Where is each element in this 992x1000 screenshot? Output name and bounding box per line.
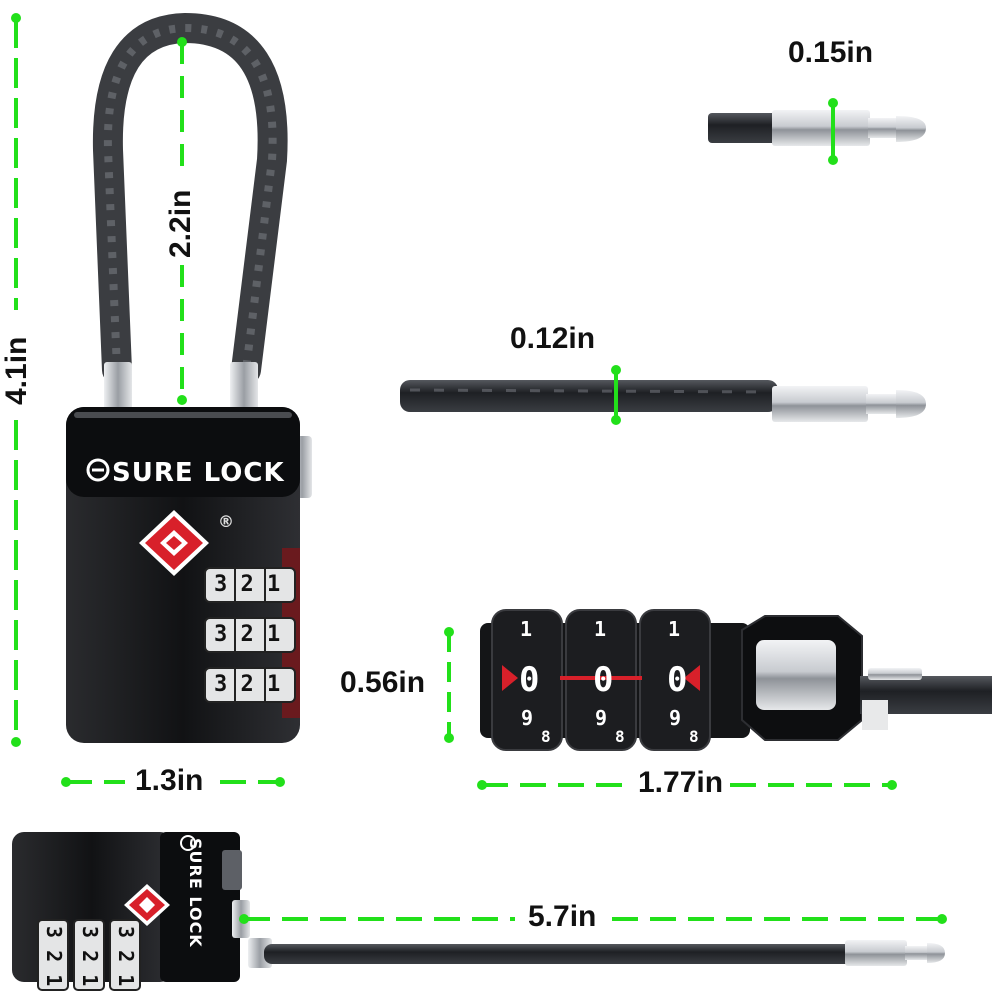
brand-logo-text-side: SURE LOCK — [186, 838, 205, 948]
main-padlock — [66, 12, 312, 743]
side-dial-digit: 9 — [595, 706, 608, 730]
dial-digits: 3 2 1 — [214, 622, 281, 647]
body-width-label: 1.3in — [135, 764, 204, 797]
side-dial-digit: 8 — [615, 727, 625, 746]
pin-diameter-label: 0.15in — [788, 36, 874, 69]
dial-width-label: 1.77in — [634, 768, 728, 798]
key-plate — [756, 640, 836, 710]
cable-length-label: 5.7in — [524, 902, 601, 932]
indicator-right-icon — [684, 665, 700, 691]
shackle-collar-left — [104, 362, 132, 414]
dial-digits-side: 3 2 1 — [114, 926, 138, 987]
side-dial-digit: 9 — [521, 706, 534, 730]
brand-logo-text: SURE LOCK — [112, 458, 285, 488]
shackle-height-label: 2.2in — [164, 189, 197, 258]
pin-detail — [708, 110, 926, 146]
registered-mark: ® — [218, 512, 235, 531]
side-dial-digit: 9 — [669, 706, 682, 730]
cable-detail — [400, 380, 926, 422]
tsa-logo-small-icon — [124, 884, 170, 926]
side-dial-digit: 8 — [689, 727, 699, 746]
side-dial-digit: 0 — [593, 660, 614, 700]
shackle-collar-right — [230, 362, 258, 414]
dial-digits-side: 3 2 1 — [78, 926, 102, 987]
indicator-left-icon — [502, 665, 518, 691]
side-dial-digit: 0 — [667, 660, 688, 700]
logo-icon — [86, 458, 110, 482]
dial-height-label: 0.56in — [340, 666, 426, 699]
side-dial-digit: 1 — [520, 617, 533, 641]
side-dial-detail — [480, 609, 992, 751]
side-dial-digit: 1 — [594, 617, 607, 641]
dial-digits: 3 2 1 — [214, 672, 281, 697]
bottom-side-view — [12, 832, 945, 991]
side-dial-digit: 0 — [519, 660, 540, 700]
dial-digits-side: 3 2 1 — [42, 926, 66, 987]
dial-digits: 3 2 1 — [214, 572, 281, 597]
total-height-label: 4.1in — [0, 336, 33, 405]
front-dial-wheels — [204, 567, 296, 703]
cable-diameter-label: 0.12in — [510, 322, 596, 355]
tsa-logo-icon — [139, 510, 209, 576]
side-dial-digit: 8 — [541, 727, 551, 746]
measure-lines — [11, 13, 947, 924]
side-dial-digit: 1 — [668, 617, 681, 641]
